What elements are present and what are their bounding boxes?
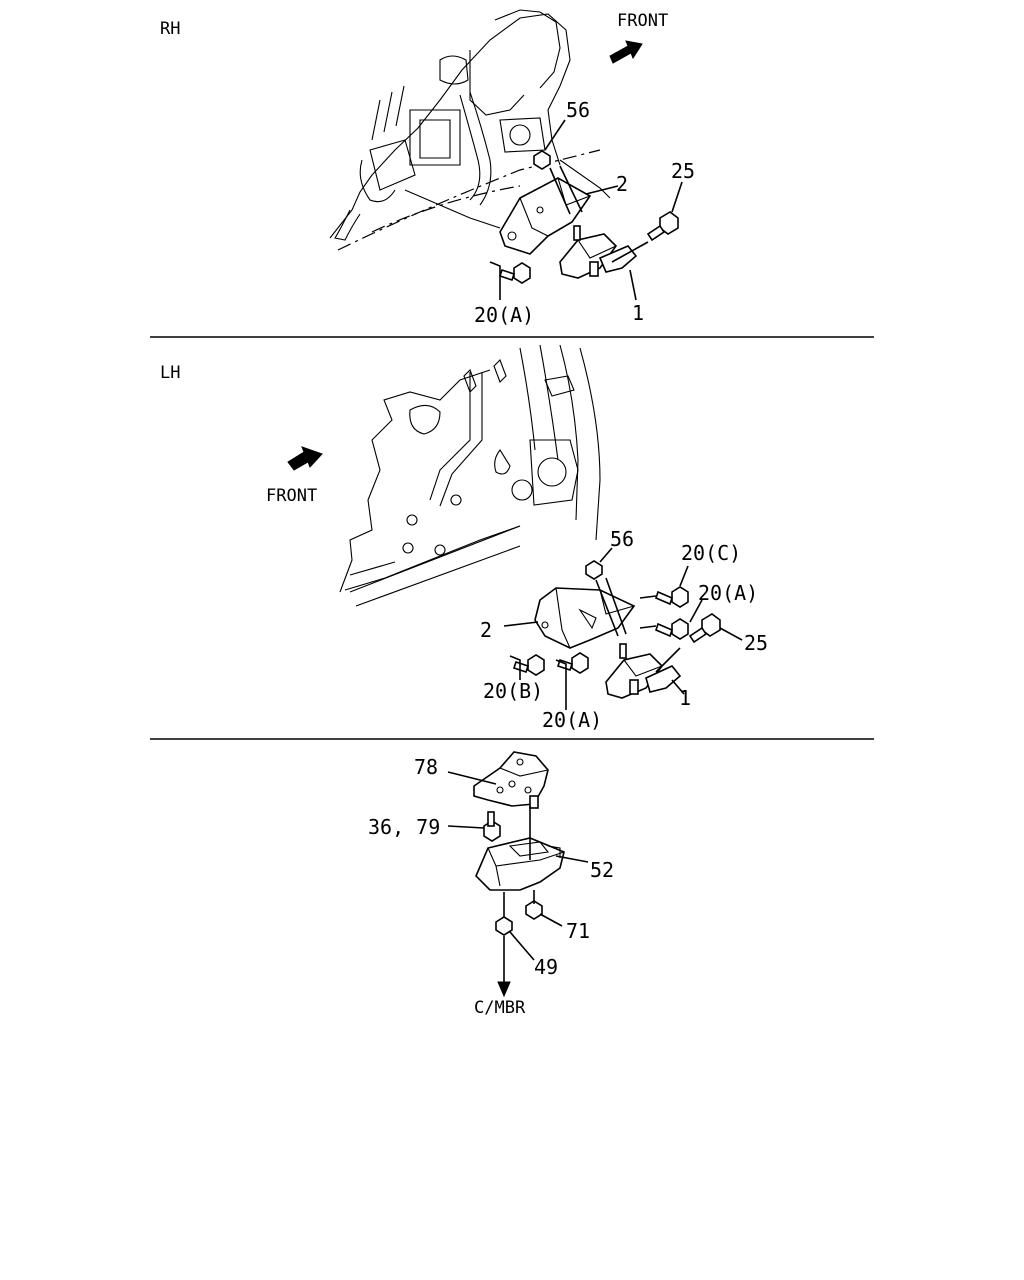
rh-callout-25: 25 [671,159,695,183]
rh-section-title: RH [160,19,180,39]
rh-callout-56: 56 [566,98,590,122]
rh-bolt-25 [646,211,679,242]
plate-78 [473,751,549,809]
rh-bolt-20a [498,262,531,284]
lh-bolt-20a-upper [655,618,689,640]
rh-callout-20a: 20(A) [474,303,534,327]
crossmember-section: 78 36, 79 52 71 49 C/MBR [368,751,614,1018]
lh-callout-20a-lower: 20(A) [542,708,602,732]
rh-callout-2: 2 [616,172,628,196]
rh-engine-illustration [329,9,611,251]
lh-callout-2: 2 [480,618,492,642]
lh-callout-1: 1 [679,686,691,710]
lh-bolt-20b [512,654,545,676]
nut-49 [495,916,513,936]
rh-front-arrow-icon [609,40,643,64]
callout-71: 71 [566,919,590,943]
lh-front-arrow-icon [287,446,323,471]
lh-engine-illustration [339,344,601,607]
lh-callout-25: 25 [744,631,768,655]
crossmember-target-label: C/MBR [474,998,526,1018]
bolt-36-79 [483,811,501,842]
callout-49: 49 [534,955,558,979]
lh-callout-20c: 20(C) [681,541,741,565]
lh-mount-1 [605,643,682,699]
callout-52: 52 [590,858,614,882]
rh-mount-1 [559,225,638,279]
rh-section: RH FRONT [160,9,695,327]
lh-callout-20b: 20(B) [483,679,543,703]
lh-bracket-2 [534,587,636,649]
lh-callout-20a-upper: 20(A) [698,581,758,605]
lh-section-title: LH [160,363,180,383]
lh-front-label: FRONT [266,486,317,506]
lh-callout-56: 56 [610,527,634,551]
callout-78: 78 [414,755,438,779]
rh-bracket-2 [499,177,592,255]
callout-36-79: 36, 79 [368,815,440,839]
mount-52 [475,837,565,891]
lh-nut-56 [585,560,603,580]
lh-bolt-20c [655,586,689,608]
rh-nut-56 [533,150,551,170]
rh-callout-1: 1 [632,301,644,325]
rh-front-label: FRONT [617,11,668,31]
lh-bolt-25 [688,613,721,644]
lh-section: LH FRONT [160,344,768,732]
